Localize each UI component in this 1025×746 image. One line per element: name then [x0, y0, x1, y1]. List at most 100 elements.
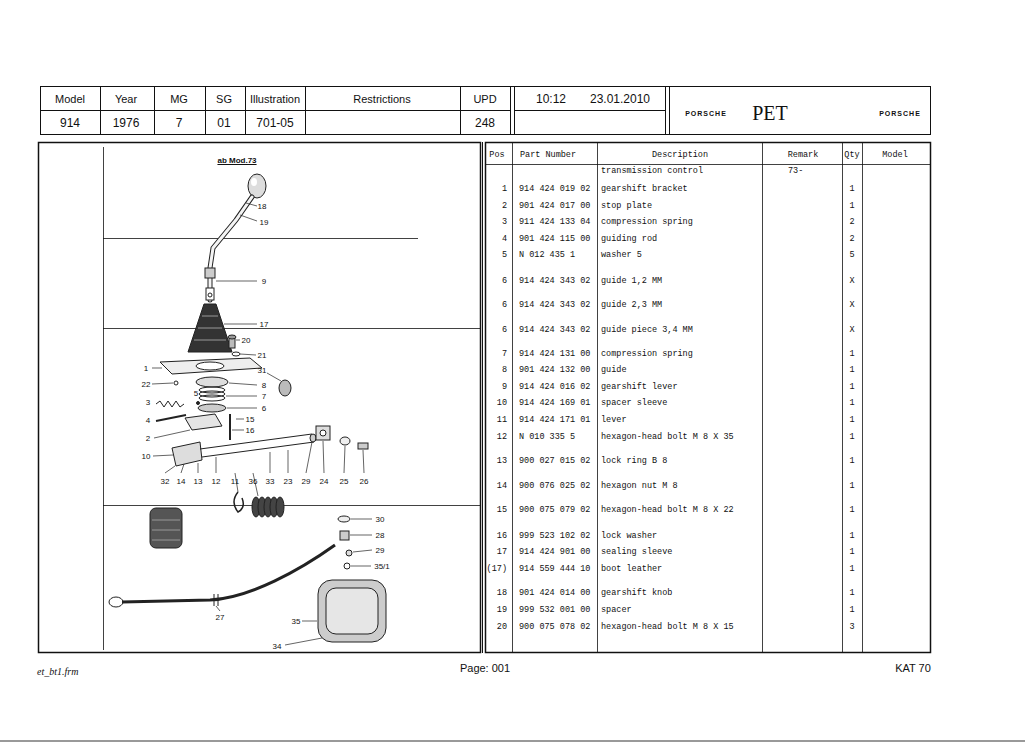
table-cell: 900 075 079 02 — [519, 505, 590, 515]
table-cell: stop plate — [601, 201, 652, 211]
table-cell: 9 — [502, 382, 507, 392]
callout-number: 26 — [360, 477, 369, 486]
callout-number: 33 — [266, 477, 275, 486]
table-grid — [485, 143, 930, 652]
callout-number: 5 — [194, 389, 198, 398]
table-cell: 914 424 343 02 — [519, 276, 590, 286]
table-cell: spacer sleeve — [601, 398, 667, 408]
table-cell: 999 523 102 02 — [519, 531, 590, 541]
table-cell: 1 — [849, 588, 854, 598]
callout-number: 12 — [212, 477, 221, 486]
callout-number: 34 — [273, 642, 282, 651]
callout-number: 24 — [320, 477, 329, 486]
table-cell: 6 — [502, 325, 507, 335]
table-cell: (17) — [487, 564, 507, 574]
table-cell: 901 424 017 00 — [519, 201, 590, 211]
table-cell: 901 424 132 00 — [519, 365, 590, 375]
header-value: 23.01.2010 — [590, 92, 650, 106]
table-cell: 1 — [849, 481, 854, 491]
callout-number: 7 — [262, 392, 266, 401]
column-header: Part Number — [520, 150, 576, 160]
callout-number: 27 — [216, 613, 225, 622]
table-cell: 20 — [497, 622, 507, 632]
table-cell: 8 — [502, 365, 507, 375]
table-cell: lock washer — [601, 531, 657, 541]
table-cell: 6 — [502, 300, 507, 310]
table-cell: 10 — [497, 398, 507, 408]
column-header: Description — [652, 150, 708, 160]
table-cell: 914 424 019 02 — [519, 184, 590, 194]
callout-number: 28 — [376, 531, 385, 540]
callout-number: 22 — [142, 380, 151, 389]
table-cell: hexagon-head bolt M 8 X 22 — [601, 505, 734, 515]
table-cell: compression spring — [601, 349, 693, 359]
table-cell: compression spring — [601, 217, 693, 227]
table-cell: N 012 435 1 — [519, 250, 575, 260]
table-cell: 1 — [849, 564, 854, 574]
table-cell: 5 — [849, 250, 854, 260]
callout-number: 10 — [142, 452, 151, 461]
table-cell: 1 — [849, 415, 854, 425]
table-cell: 900 075 078 02 — [519, 622, 590, 632]
footer-text: Page: 001 — [460, 662, 510, 674]
header-value: 701-05 — [256, 116, 293, 130]
table-cell: 900 027 015 02 — [519, 456, 590, 466]
table-cell: 12 — [497, 432, 507, 442]
callout-number: 29 — [302, 477, 311, 486]
header-label: UPD — [473, 93, 496, 105]
table-cell: 13 — [497, 456, 507, 466]
callout-number: 2 — [146, 434, 150, 443]
table-cell: 901 424 014 00 — [519, 588, 590, 598]
table-cell: 914 424 131 00 — [519, 349, 590, 359]
model-note: ab Mod.73 — [217, 156, 256, 165]
table-cell: 3 — [849, 622, 854, 632]
table-cell: 900 076 025 02 — [519, 481, 590, 491]
callout-number: 11 — [231, 477, 239, 486]
table-cell: 19 — [497, 605, 507, 615]
callout-number: 21 — [258, 351, 267, 360]
table-cell: 1 — [849, 456, 854, 466]
table-cell: 7 — [502, 349, 507, 359]
callout-number: 35 — [292, 617, 301, 626]
callout-number: 8 — [262, 381, 266, 390]
table-cell: guide 2,3 MM — [601, 300, 662, 310]
header-label: Restrictions — [353, 93, 410, 105]
table-cell: gearshift knob — [601, 588, 672, 598]
callout-number: 18 — [258, 202, 267, 211]
header-label: Year — [115, 93, 137, 105]
brand-logo: PORSCHE — [879, 110, 921, 117]
table-cell: guide — [601, 365, 627, 375]
table-cell: 2 — [849, 217, 854, 227]
header-label: SG — [216, 93, 232, 105]
table-cell: 5 — [502, 250, 507, 260]
table-cell: 914 424 343 02 — [519, 325, 590, 335]
callout-number: 16 — [246, 426, 255, 435]
table-cell: 999 532 001 00 — [519, 605, 590, 615]
column-header: Remark — [788, 150, 819, 160]
header-value: 914 — [60, 116, 80, 130]
table-cell: 1 — [849, 184, 854, 194]
header-value: 1976 — [113, 116, 140, 130]
callout-number: 1 — [144, 364, 148, 373]
table-cell: N 010 335 5 — [519, 432, 575, 442]
callout-number: 14 — [177, 477, 186, 486]
column-header: Model — [882, 150, 908, 160]
table-cell: gearshift lever — [601, 382, 678, 392]
table-cell: lever — [601, 415, 627, 425]
table-cell: 914 424 901 00 — [519, 547, 590, 557]
table-cell: hexagon nut M 8 — [601, 481, 678, 491]
brand-logo: PORSCHE — [685, 110, 727, 117]
callout-number: 25 — [340, 477, 349, 486]
table-cell: 914 424 343 02 — [519, 300, 590, 310]
table-cell: guiding rod — [601, 234, 657, 244]
table-cell: 1 — [849, 531, 854, 541]
scan-edge — [0, 740, 1025, 742]
table-cell: 16 — [497, 531, 507, 541]
header-value: 248 — [475, 116, 495, 130]
table-cell: 1 — [849, 547, 854, 557]
table-cell: 1 — [849, 382, 854, 392]
footer-text: KAT 70 — [895, 662, 931, 674]
header-label: Illustration — [250, 93, 300, 105]
